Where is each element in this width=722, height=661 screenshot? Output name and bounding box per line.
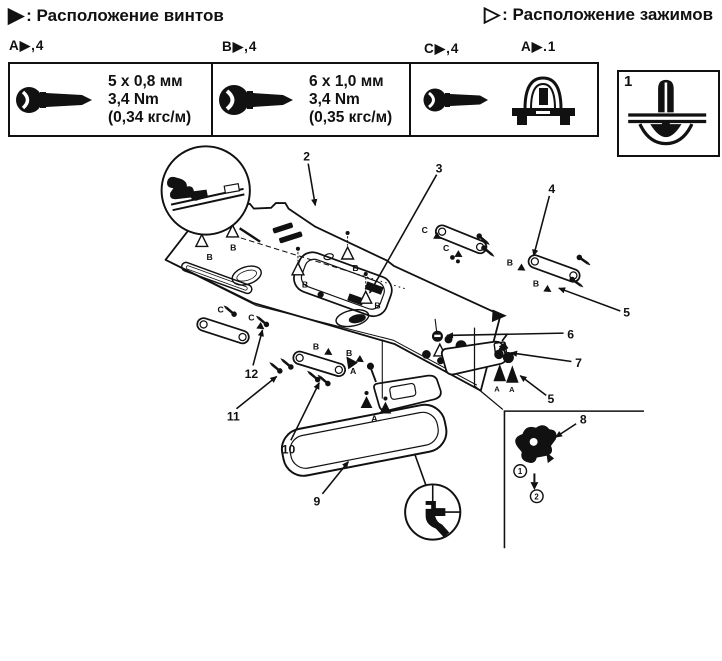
- spec-box-screw-a: 5 x 0,8 мм 3,4 Nm (0,34 кгс/м): [10, 64, 213, 135]
- sunroof-seal: [280, 403, 448, 477]
- leader-lines: [235, 163, 621, 495]
- marker-letter: B: [313, 342, 319, 352]
- screw-a-spec: 5 x 0,8 мм 3,4 Nm (0,34 кгс/м): [108, 72, 192, 126]
- inset-step-2: 2: [534, 492, 539, 501]
- callout-11: 11: [227, 410, 240, 424]
- callout-numbers: 2 3 4 5 6 7 5 8 9 10 11 12: [227, 149, 630, 508]
- clip-part-number: 1: [624, 73, 633, 90]
- screw-c-icon: [423, 88, 488, 111]
- marker-letter: C: [218, 305, 225, 315]
- marker-letter: C: [422, 225, 429, 235]
- filled-triangle-icon: ▶: [8, 4, 25, 27]
- callout-5-right: 5: [623, 306, 630, 320]
- marker-letter: B: [352, 263, 358, 273]
- legend-screws: ▶: Расположение винтов: [8, 4, 224, 27]
- callout-10: 10: [282, 443, 296, 457]
- headliner-diagram: B B B B B C C B B: [160, 145, 644, 549]
- marker-letter: A: [509, 385, 515, 394]
- legend-screws-label: : Расположение винтов: [26, 6, 224, 25]
- detail-circle-clip: [160, 145, 261, 243]
- marker-letter: B: [507, 257, 513, 267]
- fastener-spec-strip: 5 x 0,8 мм 3,4 Nm (0,34 кгс/м) 6 x 1,0 м…: [8, 62, 599, 137]
- marker-letter: A: [350, 366, 357, 376]
- hollow-triangle-icon: ▷: [484, 3, 501, 26]
- marker-letter: A: [494, 384, 500, 393]
- clip-part-box: 1: [617, 70, 720, 157]
- screw-a-icon: [16, 86, 92, 113]
- dome-light-cutout: [231, 265, 262, 286]
- marker-letter: B: [533, 279, 539, 289]
- spec-box-screw-b: 6 x 1,0 мм 3,4 Nm (0,35 кгс/м): [213, 64, 411, 135]
- marker-letter: B: [207, 252, 213, 262]
- marker-letter: B: [346, 348, 352, 358]
- marker-letter: A: [371, 413, 378, 423]
- marker-letter: C: [443, 243, 450, 253]
- callout-7: 7: [575, 356, 582, 370]
- grab-handle-upper-right: C C: [422, 222, 497, 264]
- legend-clips: ▷: Расположение зажимов: [484, 3, 714, 26]
- marker-letter: B: [374, 301, 380, 311]
- push-clip-icon: [628, 79, 707, 146]
- legend-clips-label: : Расположение зажимов: [502, 5, 714, 24]
- spec-label-screw-a: A▶,4: [9, 38, 45, 53]
- inset-box-crank: 1 2: [503, 410, 644, 549]
- spec-label-clip-a: A▶.1: [521, 39, 557, 54]
- detail-circle-seal: [404, 453, 462, 541]
- inset-step-1: 1: [518, 467, 523, 476]
- spec-label-screw-b: B▶,4: [222, 39, 258, 54]
- callout-2: 2: [303, 149, 310, 163]
- sun-visor-left: A A: [341, 339, 442, 423]
- screw-b-icon: [219, 84, 293, 115]
- spec-label-screw-c: C▶,4: [424, 41, 460, 56]
- callout-3: 3: [436, 161, 443, 175]
- marker-letter: B: [230, 242, 236, 252]
- callout-5-mid: 5: [548, 392, 555, 406]
- headliner-panel: [164, 202, 507, 392]
- callout-4: 4: [548, 182, 555, 196]
- marker-letter: B: [302, 279, 308, 289]
- spec-box-screw-c-clip-a: [411, 64, 589, 135]
- grab-handle-left: C C: [194, 303, 271, 346]
- callout-6: 6: [567, 328, 574, 342]
- marker-letter: C: [248, 312, 255, 322]
- callout-9: 9: [313, 495, 320, 509]
- callout-8: 8: [580, 413, 587, 427]
- callout-12: 12: [245, 367, 259, 381]
- grab-handle-middle: B B: [267, 342, 366, 388]
- clip-a-icon: [512, 75, 575, 125]
- screw-b-spec: 6 x 1,0 мм 3,4 Nm (0,35 кгс/м): [309, 72, 393, 126]
- grab-handle-right: B B: [507, 252, 593, 296]
